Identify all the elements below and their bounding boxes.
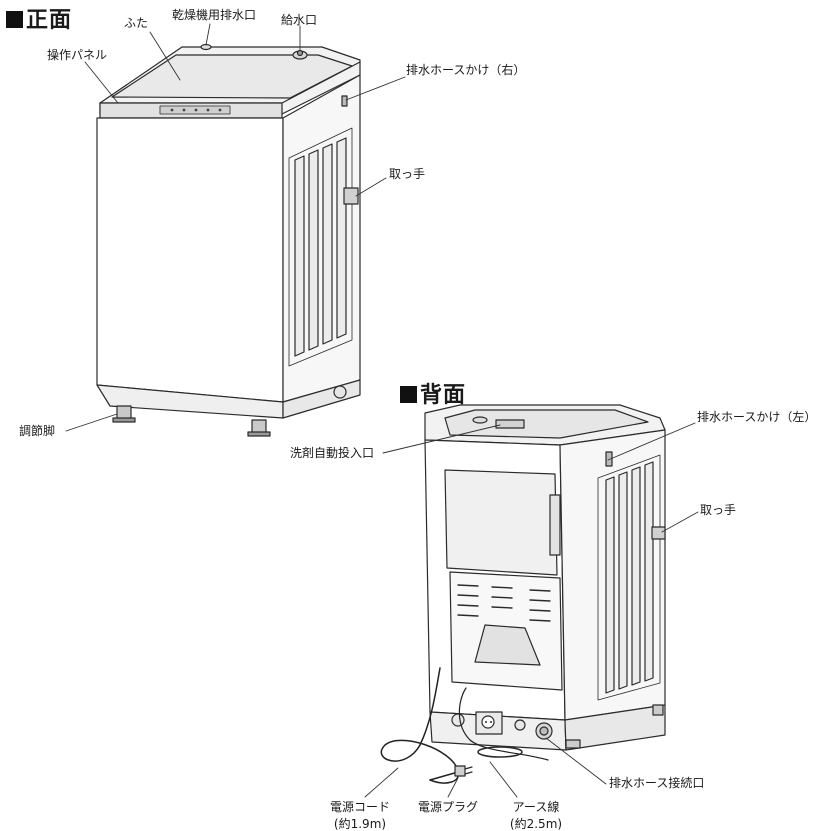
back-view-heading: 背面 [400, 377, 466, 409]
label-adjustable-feet: 調節脚 [19, 424, 56, 438]
back-handle [651, 526, 666, 540]
label-hose-hook-left: 排水ホースかけ（左） [697, 410, 817, 424]
back-heading-text: 背面 [420, 383, 467, 408]
label-front-handle: 取っ手 [389, 167, 426, 181]
back-detergent-inlet [495, 419, 525, 429]
label-back-handle: 取っ手 [700, 503, 737, 517]
earth-wire-length: (約2.5m) [509, 817, 563, 831]
label-detergent-inlet: 洗剤自動投入口 [290, 446, 375, 460]
front-handle [343, 187, 359, 205]
label-power-cord: 電源コード (約1.9m) [318, 800, 402, 831]
power-cord-text: 電源コード [329, 800, 390, 814]
back-earth-wire [458, 687, 549, 761]
back-leaders [364, 422, 699, 798]
label-water-inlet: 給水口 [281, 13, 318, 27]
back-power-plug [454, 765, 466, 777]
label-control-panel: 操作パネル [47, 48, 108, 62]
label-earth-wire: アース線 (約2.5m) [494, 800, 578, 831]
earth-wire-text: アース線 [512, 800, 560, 814]
front-washer [96, 43, 361, 437]
back-washer [380, 404, 666, 784]
label-drain-connection: 排水ホース接続口 [609, 776, 705, 790]
front-leaders [65, 23, 406, 432]
heading-square-icon [400, 386, 417, 403]
heading-square-icon [6, 11, 23, 28]
label-hose-hook-right: 排水ホースかけ（右） [406, 63, 526, 77]
label-dryer-drain: 乾燥機用排水口 [172, 8, 257, 22]
power-cord-length: (約1.9m) [333, 817, 387, 831]
label-power-plug: 電源プラグ [417, 800, 478, 814]
front-body-front [96, 117, 284, 403]
front-heading-text: 正面 [26, 8, 73, 33]
label-lid: ふた [124, 16, 149, 30]
front-view-heading: 正面 [6, 2, 72, 34]
